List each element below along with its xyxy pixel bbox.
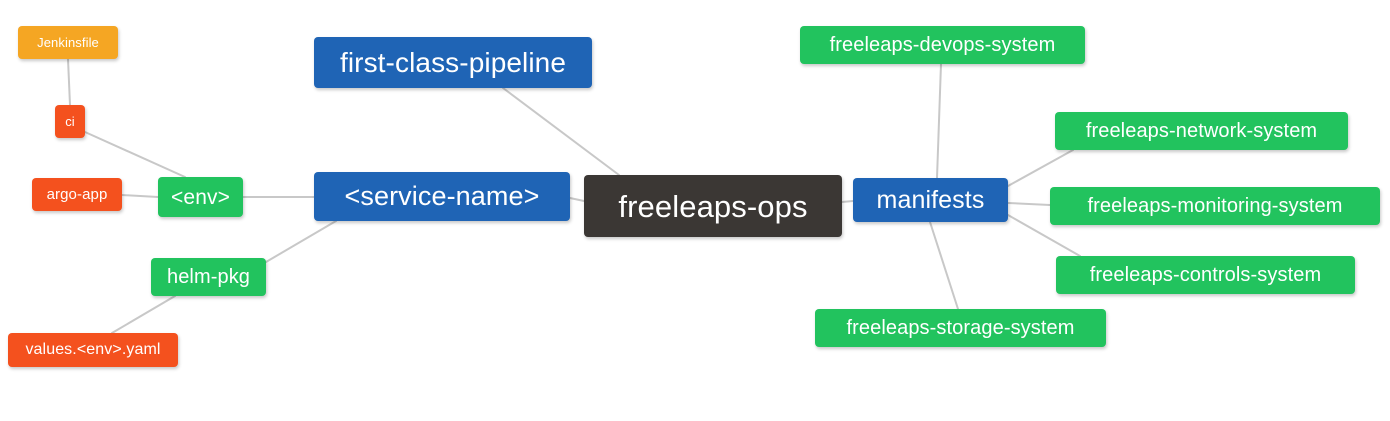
node-label-ci: ci — [65, 114, 75, 129]
node-freeleaps-monitoring-system[interactable]: freeleaps-monitoring-system — [1050, 187, 1380, 225]
node-label-freeleaps-monitoring-system: freeleaps-monitoring-system — [1087, 195, 1343, 217]
edge-argo-app-to-env — [121, 194, 159, 198]
node-env[interactable]: <env> — [158, 177, 243, 217]
node-freeleaps-devops-system[interactable]: freeleaps-devops-system — [800, 26, 1085, 64]
node-freeleaps-storage-system[interactable]: freeleaps-storage-system — [815, 309, 1106, 347]
edge-manifests-to-freeleaps-devops-system — [936, 63, 942, 179]
node-values-yaml[interactable]: values.<env>.yaml — [8, 333, 178, 367]
node-label-first-class-pipeline: first-class-pipeline — [339, 46, 567, 78]
node-label-service-name: <service-name> — [344, 181, 540, 211]
node-label-manifests: manifests — [876, 185, 985, 214]
node-label-freeleaps-devops-system: freeleaps-devops-system — [829, 34, 1056, 56]
edge-jenkinsfile-to-ci — [67, 58, 71, 106]
node-label-freeleaps-network-system: freeleaps-network-system — [1085, 120, 1318, 142]
node-freeleaps-network-system[interactable]: freeleaps-network-system — [1055, 112, 1348, 150]
node-label-freeleaps-controls-system: freeleaps-controls-system — [1089, 264, 1322, 286]
node-freeleaps-ops[interactable]: freeleaps-ops — [584, 175, 842, 237]
edge-freeleaps-ops-to-manifests — [841, 200, 854, 203]
edge-manifests-to-freeleaps-controls-system — [1007, 214, 1081, 257]
node-first-class-pipeline[interactable]: first-class-pipeline — [314, 37, 592, 88]
node-jenkinsfile[interactable]: Jenkinsfile — [18, 26, 118, 59]
node-label-helm-pkg: helm-pkg — [166, 266, 251, 288]
edge-manifests-to-freeleaps-storage-system — [929, 221, 959, 310]
edge-ci-to-env — [84, 131, 186, 178]
node-label-jenkinsfile: Jenkinsfile — [37, 35, 99, 50]
node-manifests[interactable]: manifests — [853, 178, 1008, 222]
node-service-name[interactable]: <service-name> — [314, 172, 570, 221]
node-ci[interactable]: ci — [55, 105, 85, 138]
node-helm-pkg[interactable]: helm-pkg — [151, 258, 266, 296]
edge-helm-pkg-to-values-yaml — [111, 295, 176, 334]
node-label-env: <env> — [171, 185, 230, 209]
edge-service-name-to-freeleaps-ops — [569, 197, 585, 202]
edge-first-class-pipeline-to-freeleaps-ops — [502, 87, 620, 176]
node-label-values-yaml: values.<env>.yaml — [25, 341, 161, 358]
node-argo-app[interactable]: argo-app — [32, 178, 122, 211]
edge-manifests-to-freeleaps-network-system — [1007, 149, 1074, 187]
node-label-freeleaps-storage-system: freeleaps-storage-system — [846, 317, 1075, 339]
edge-manifests-to-freeleaps-monitoring-system — [1007, 202, 1051, 206]
node-label-argo-app: argo-app — [46, 186, 108, 203]
node-freeleaps-controls-system[interactable]: freeleaps-controls-system — [1056, 256, 1355, 294]
node-label-freeleaps-ops: freeleaps-ops — [618, 188, 808, 224]
edge-service-name-to-helm-pkg — [265, 220, 337, 263]
